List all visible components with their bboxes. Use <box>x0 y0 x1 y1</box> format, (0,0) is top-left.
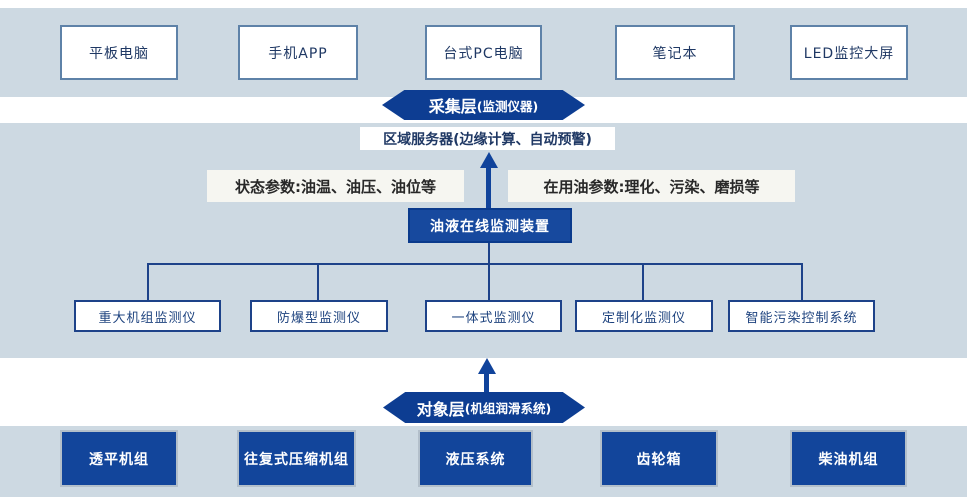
banner-subtitle: (监测仪器) <box>476 98 539 114</box>
connector-horizontal <box>147 263 803 265</box>
connector-stub-5 <box>801 263 803 301</box>
object-box-reciprocating-compressor: 往复式压缩机组 <box>237 430 356 487</box>
oil-monitoring-device-box: 油液在线监测装置 <box>408 208 572 243</box>
connector-stub-3 <box>488 263 490 301</box>
device-label: 笔记本 <box>652 45 698 62</box>
oil-device-text: 油液在线监测装置 <box>430 218 550 235</box>
object-box-turbine-unit: 透平机组 <box>60 430 178 487</box>
connector-stub-4 <box>642 263 644 301</box>
connector-stub-2 <box>317 263 319 301</box>
object-label: 柴油机组 <box>818 451 879 468</box>
collection-layer-banner: 采集层(监测仪器) <box>382 90 585 120</box>
monitor-label: 智能污染控制系统 <box>745 310 858 326</box>
device-label: LED监控大屏 <box>803 45 895 62</box>
device-label: 平板电脑 <box>89 45 149 62</box>
banner-subtitle: (机组润滑系统) <box>464 401 552 416</box>
up-arrow-shaft <box>486 166 491 208</box>
monitor-label: 定制化监测仪 <box>601 310 686 326</box>
monitor-box-explosion-proof: 防爆型监测仪 <box>250 300 388 332</box>
up-arrow-icon <box>478 358 496 374</box>
server-text: 区域服务器(边缘计算、自动预警) <box>383 131 592 148</box>
up-arrow-icon <box>480 152 498 168</box>
device-box-tablet: 平板电脑 <box>60 25 178 80</box>
monitor-label: 一体式监测仪 <box>451 310 536 326</box>
device-box-laptop: 笔记本 <box>615 25 735 80</box>
connector-stub-1 <box>147 263 149 301</box>
monitor-box-pollution-control: 智能污染控制系统 <box>728 300 875 332</box>
device-box-phone-app: 手机APP <box>238 25 358 80</box>
object-box-hydraulic-system: 液压系统 <box>418 430 533 487</box>
object-label: 液压系统 <box>445 451 506 468</box>
oil-params-text: 在用油参数:理化、污染、磨损等 <box>543 177 760 196</box>
device-box-led-screen: LED监控大屏 <box>790 25 908 80</box>
status-params-label: 状态参数:油温、油压、油位等 <box>207 170 464 202</box>
monitor-box-customized: 定制化监测仪 <box>575 300 713 332</box>
banner-title: 采集层 <box>428 97 477 116</box>
object-label: 往复式压缩机组 <box>244 451 349 468</box>
object-layer-banner: 对象层 (机组润滑系统) <box>383 392 585 423</box>
object-label: 透平机组 <box>89 451 149 468</box>
oil-params-label: 在用油参数:理化、污染、磨损等 <box>508 170 795 202</box>
device-label: 台式PC电脑 <box>443 45 524 62</box>
object-label: 齿轮箱 <box>636 451 682 468</box>
device-box-desktop-pc: 台式PC电脑 <box>425 25 542 80</box>
banner-title: 对象层 <box>416 399 465 419</box>
regional-server-label: 区域服务器(边缘计算、自动预警) <box>360 127 615 150</box>
monitor-label: 防爆型监测仪 <box>276 310 361 326</box>
status-params-text: 状态参数:油温、油压、油位等 <box>235 177 436 196</box>
up-arrow-shaft <box>484 372 489 393</box>
monitor-box-integrated: 一体式监测仪 <box>425 300 562 332</box>
connector-vertical-main <box>488 243 490 264</box>
object-box-gearbox: 齿轮箱 <box>600 430 718 487</box>
device-label: 手机APP <box>268 45 328 62</box>
monitor-box-major-units: 重大机组监测仪 <box>74 300 221 332</box>
object-box-diesel-unit: 柴油机组 <box>790 430 907 487</box>
monitor-label: 重大机组监测仪 <box>98 310 197 326</box>
